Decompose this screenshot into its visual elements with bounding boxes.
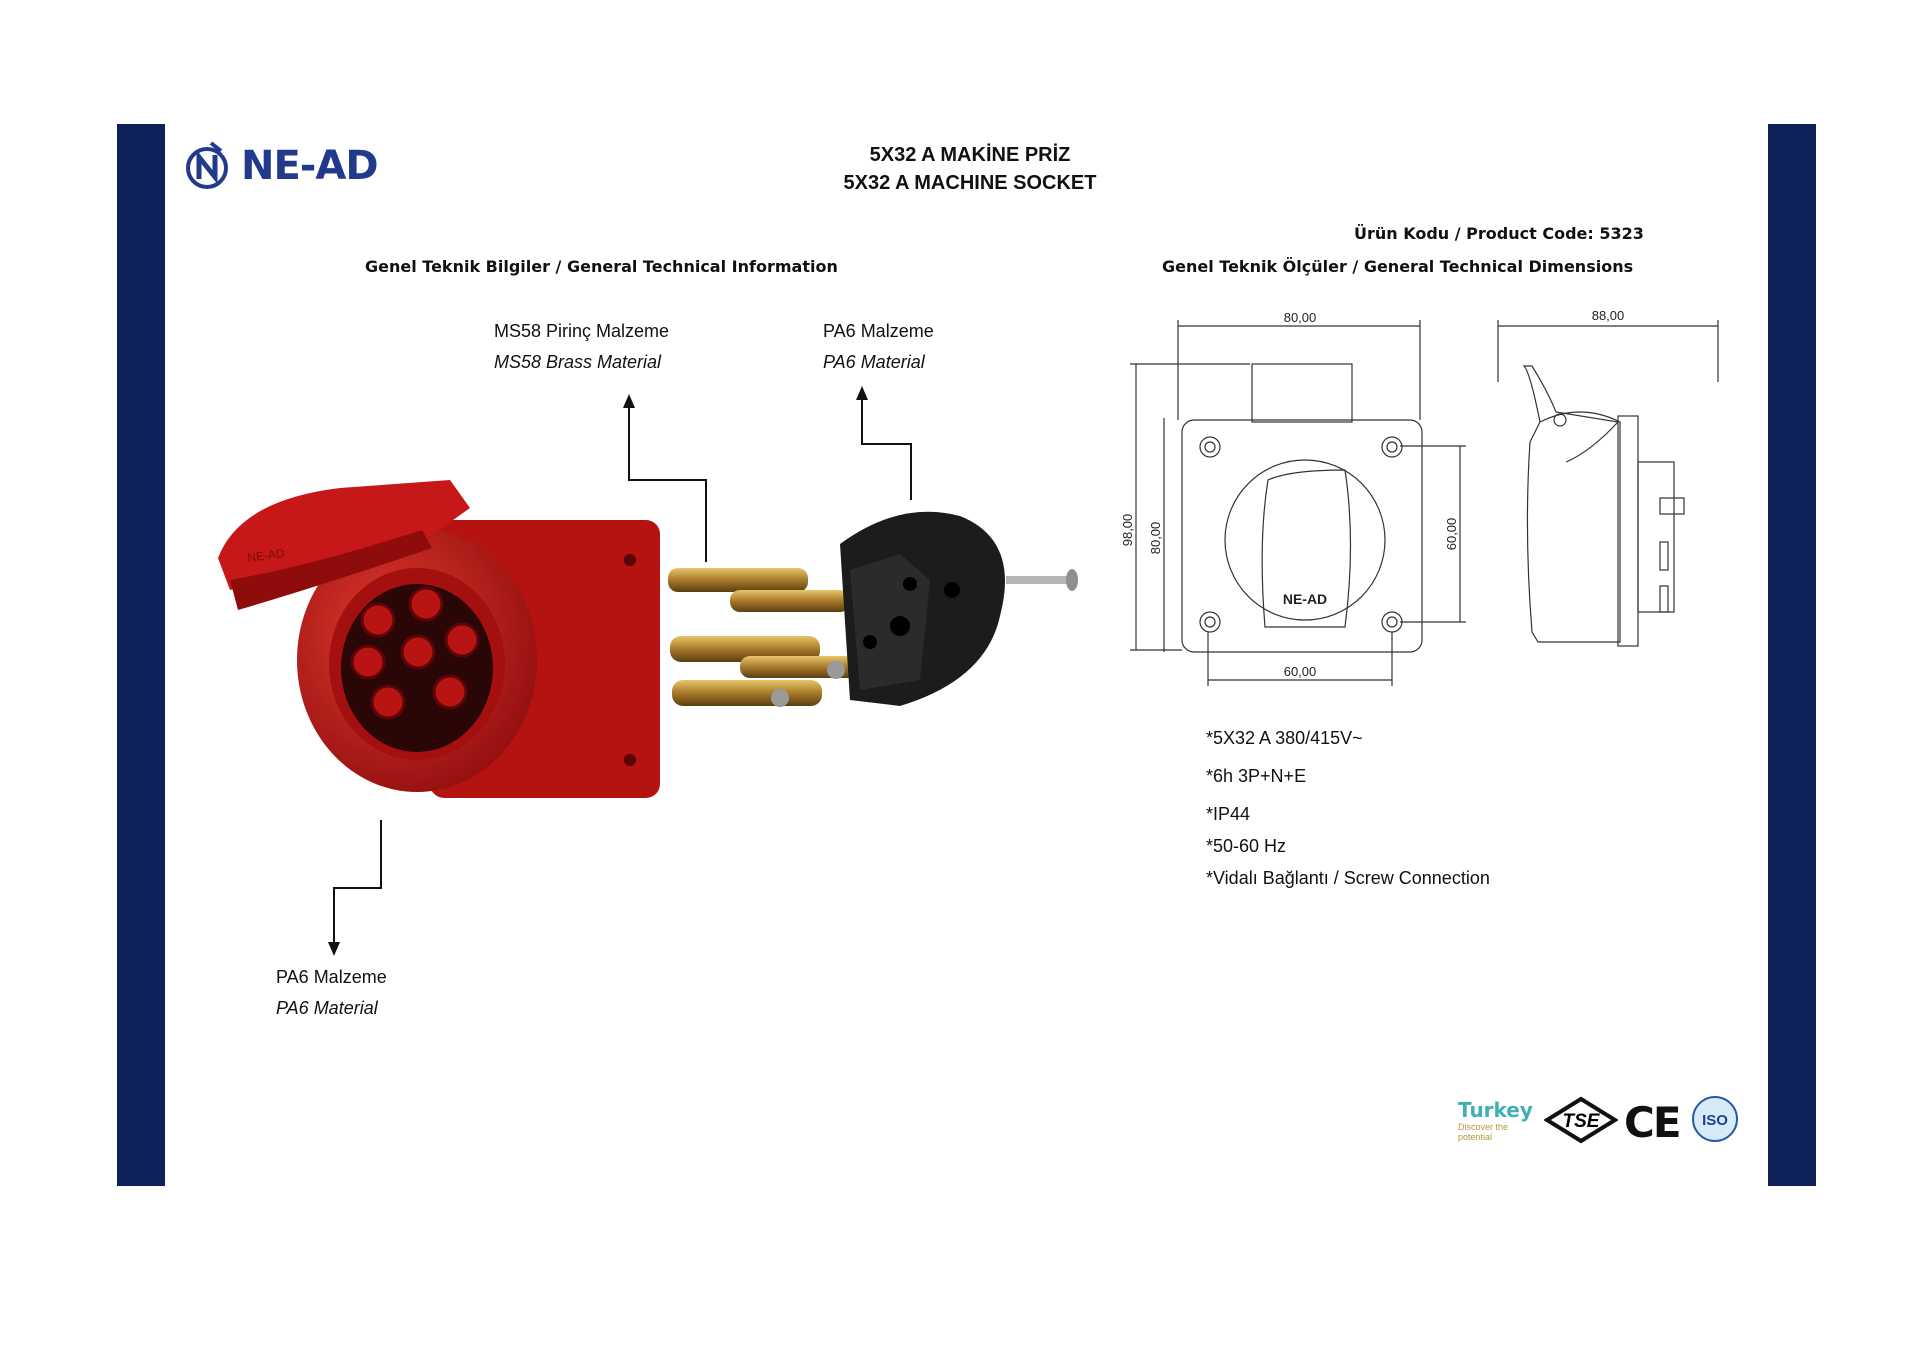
leader-lines [333, 396, 912, 946]
insert-material-label: PA6 Malzeme PA6 Material [823, 316, 934, 378]
spec-item: *IP44 [1206, 804, 1251, 824]
dim-hole-spacing-h: 60,00 [1284, 664, 1317, 679]
iso-mark-icon: ISO [1692, 1096, 1738, 1142]
side-view [1497, 320, 1719, 647]
dim-front-height-inner: 80,00 [1148, 522, 1163, 555]
dim-side-depth: 88,00 [1592, 308, 1625, 323]
front-view [1130, 320, 1466, 686]
front-view-logo: NE-AD [1283, 591, 1327, 607]
svg-text:NE-AD: NE-AD [246, 546, 285, 565]
brand-logo: NE-AD [185, 136, 379, 196]
right-frame-bar [1768, 124, 1816, 1186]
ce-mark: CE [1624, 1098, 1681, 1147]
dims-section-header: Genel Teknik Ölçüler / General Technical… [1162, 257, 1634, 276]
fixing-screw [1006, 569, 1078, 591]
spec-item: *50-60 Hz [1206, 836, 1287, 856]
tse-mark-text: TSE [1563, 1111, 1601, 1132]
product-code: Ürün Kodu / Product Code: 5323 [1354, 224, 1644, 243]
insert-material-tr: PA6 Malzeme [823, 321, 934, 341]
socket-body: NE-AD [218, 480, 660, 798]
spec-item: *6h 3P+N+E [1206, 766, 1307, 786]
arrow-up-insert-icon [856, 386, 868, 400]
page-title-tr: 5X32 A MAKİNE PRİZ [869, 144, 1071, 166]
brand-emblem-icon [186, 141, 228, 189]
arrow-down-body-icon [328, 942, 340, 956]
dimension-labels: 80,00 88,00 98,00 80,00 60,00 60,00 NE-A… [1120, 308, 1624, 679]
pins-material-label: MS58 Pirinç Malzeme MS58 Brass Material [494, 316, 669, 378]
left-frame-bar [117, 124, 165, 1186]
turkey-logo: Turkey Discover the potential [1458, 1098, 1538, 1142]
dim-hole-spacing-v: 60,00 [1444, 518, 1459, 551]
technical-drawing: 80,00 88,00 98,00 80,00 60,00 60,00 NE-A… [1120, 308, 1719, 686]
pins-material-tr: MS58 Pirinç Malzeme [494, 321, 670, 341]
arrow-up-pins-icon [623, 394, 635, 408]
brand-name: NE-AD [241, 143, 379, 189]
turkey-logo-tagline: Discover the potential [1458, 1122, 1509, 1142]
dim-front-width: 80,00 [1284, 310, 1317, 325]
pins-material-en: MS58 Brass Material [494, 352, 662, 372]
page-title-en: 5X32 A MACHINE SOCKET [843, 172, 1097, 194]
insert-material-en: PA6 Material [823, 352, 925, 372]
dim-front-height-outer: 98,00 [1120, 514, 1135, 547]
info-section-header: Genel Teknik Bilgiler / General Technica… [365, 257, 838, 276]
body-material-label: PA6 Malzeme PA6 Material [276, 962, 387, 1024]
body-material-en: PA6 Material [276, 998, 378, 1018]
black-insert [840, 511, 1005, 706]
brass-pins [668, 568, 860, 707]
tse-mark-icon: TSE [1544, 1096, 1618, 1144]
iso-mark-text: ISO [1702, 1112, 1728, 1129]
spec-item: *Vidalı Bağlantı / Screw Connection [1206, 868, 1490, 888]
exploded-socket-illustration: NE-AD [218, 386, 1078, 956]
turkey-logo-text: Turkey [1458, 1098, 1533, 1122]
spec-item: *5X32 A 380/415V~ [1206, 728, 1363, 748]
body-material-tr: PA6 Malzeme [276, 967, 387, 987]
